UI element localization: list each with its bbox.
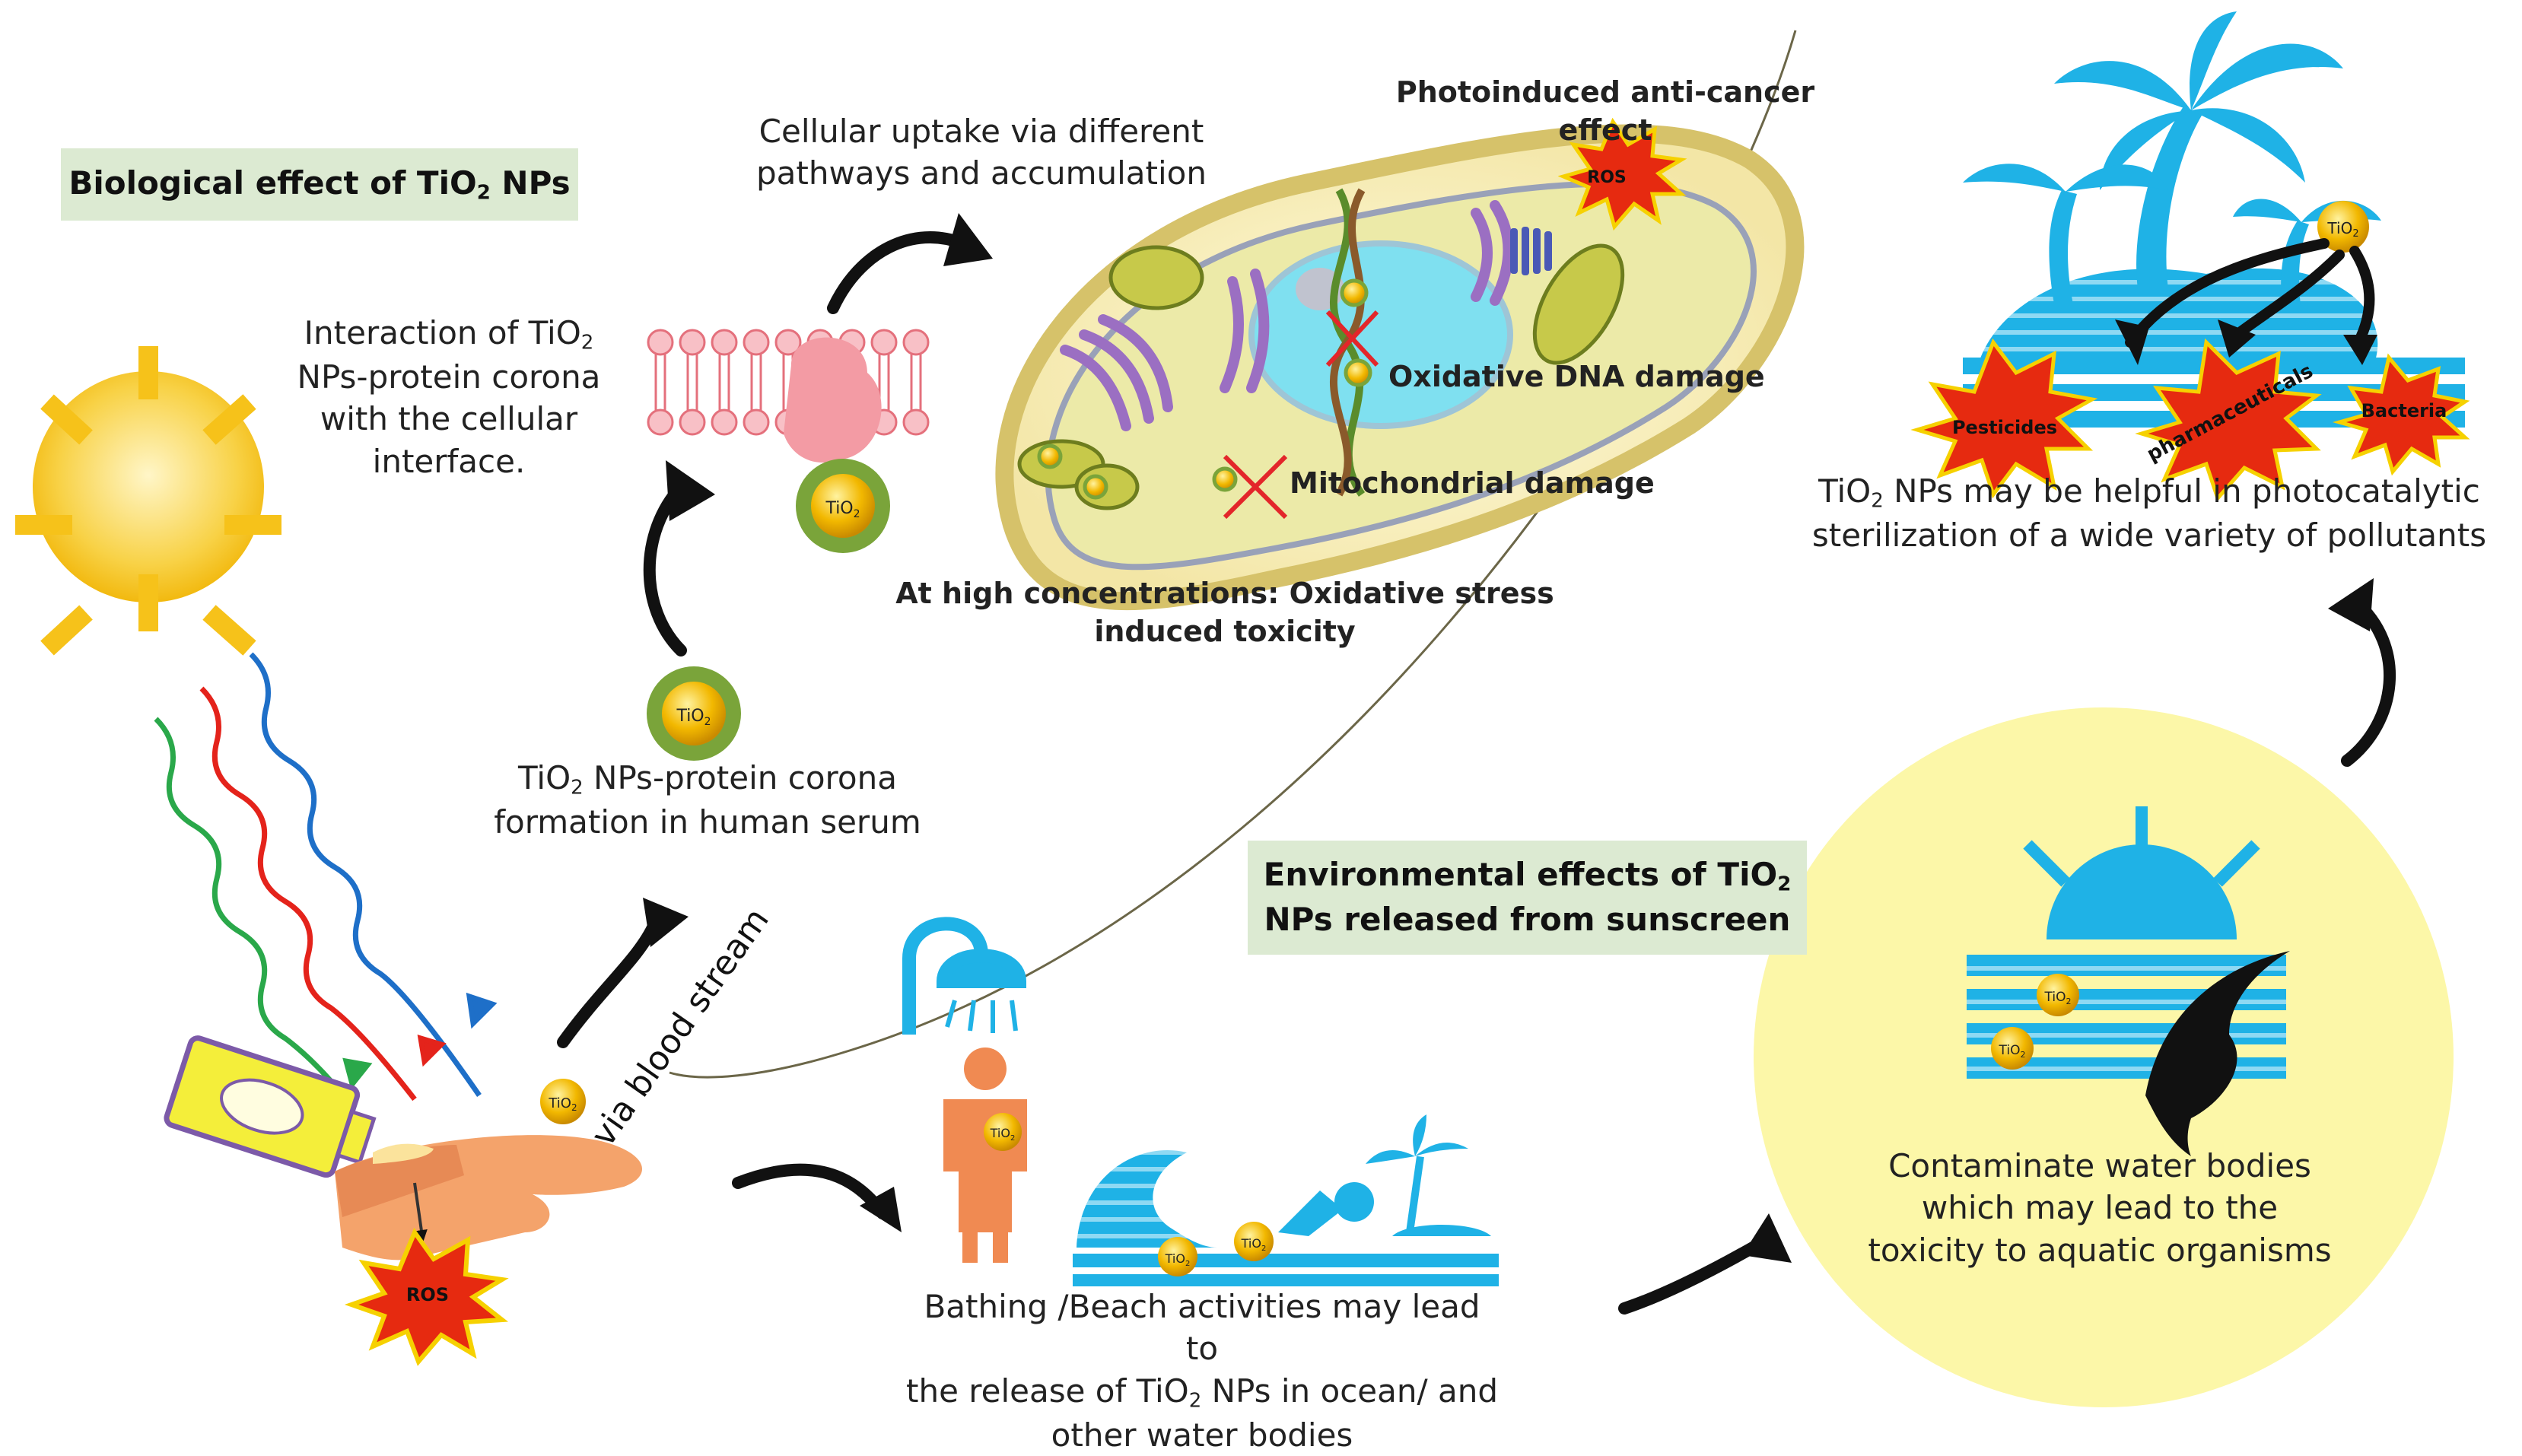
beach-tio2-particles: TiO2 TiO2 xyxy=(1158,1222,1274,1276)
anticancer-effect-label: Photoinduced anti-cancer effect xyxy=(1395,75,1815,148)
palm-island-icon: TiO2 xyxy=(1910,11,2470,502)
tio2-corona-particle-membrane: TiO2 xyxy=(796,459,890,553)
person-icon: TiO2 xyxy=(943,1047,1027,1263)
lipid-membrane-icon xyxy=(647,329,930,463)
uv-rays-icon xyxy=(154,652,498,1102)
contaminate-text: Contaminate water bodies which may lead … xyxy=(1868,1147,2332,1269)
arrow-heads xyxy=(643,213,2374,1263)
hand-icon xyxy=(335,1135,642,1260)
svg-text:TiO2: TiO2 xyxy=(990,1126,1016,1143)
ros-burst-icon xyxy=(344,1227,509,1366)
pesticides-label: Pesticides xyxy=(1952,417,2057,438)
interaction-text: Interaction of TiO2 NPs-protein corona w… xyxy=(297,314,601,480)
svg-text:TiO2: TiO2 xyxy=(2044,990,2072,1006)
dolphin-icon xyxy=(2145,951,2290,1156)
biological-effect-title: Biological effect of TiO2 NPs xyxy=(61,148,578,221)
circle-tio2-particles: TiO2 TiO2 xyxy=(1991,974,2079,1070)
svg-text:TiO2: TiO2 xyxy=(1241,1236,1267,1253)
cell-icon xyxy=(995,117,1805,611)
oxidative-stress-label: At high concentrations: Oxidative stress… xyxy=(895,577,1554,649)
sun-icon xyxy=(15,346,281,656)
svg-text:TiO2: TiO2 xyxy=(548,1095,577,1113)
svg-text:TiO2: TiO2 xyxy=(1999,1043,2026,1060)
svg-text:TiO2: TiO2 xyxy=(1165,1251,1191,1268)
environmental-effects-title: Environmental effects of TiO2 NPs releas… xyxy=(1248,841,1807,955)
tio2-particle-blood: TiO2 xyxy=(540,1079,586,1124)
corona-formation-text: TiO2 NPs-protein corona formation in hum… xyxy=(494,759,921,841)
island-icon xyxy=(1366,1114,1499,1286)
photocatalytic-text: TiO2 NPs may be helpful in photocatalyti… xyxy=(1811,472,2487,554)
cell-ros-label: ROS xyxy=(1587,168,1627,187)
bacteria-label: Bacteria xyxy=(2361,400,2447,421)
dna-damage-label: Oxidative DNA damage xyxy=(1388,360,1765,393)
sunscreen-tube-icon xyxy=(164,1035,377,1178)
bathing-text: Bathing /Beach activities may lead to th… xyxy=(905,1288,1498,1454)
blood-stream-label: via blood stream xyxy=(584,901,777,1154)
tio2-corona-particle-serum: TiO2 xyxy=(647,666,741,761)
hand-ros-label: ROS xyxy=(406,1284,449,1305)
mitochondrial-damage-label: Mitochondrial damage xyxy=(1290,466,1655,500)
swimmer-icon xyxy=(1278,1182,1374,1236)
shower-icon xyxy=(902,917,1027,1035)
cellular-uptake-text: Cellular uptake via different pathways a… xyxy=(756,113,1207,192)
